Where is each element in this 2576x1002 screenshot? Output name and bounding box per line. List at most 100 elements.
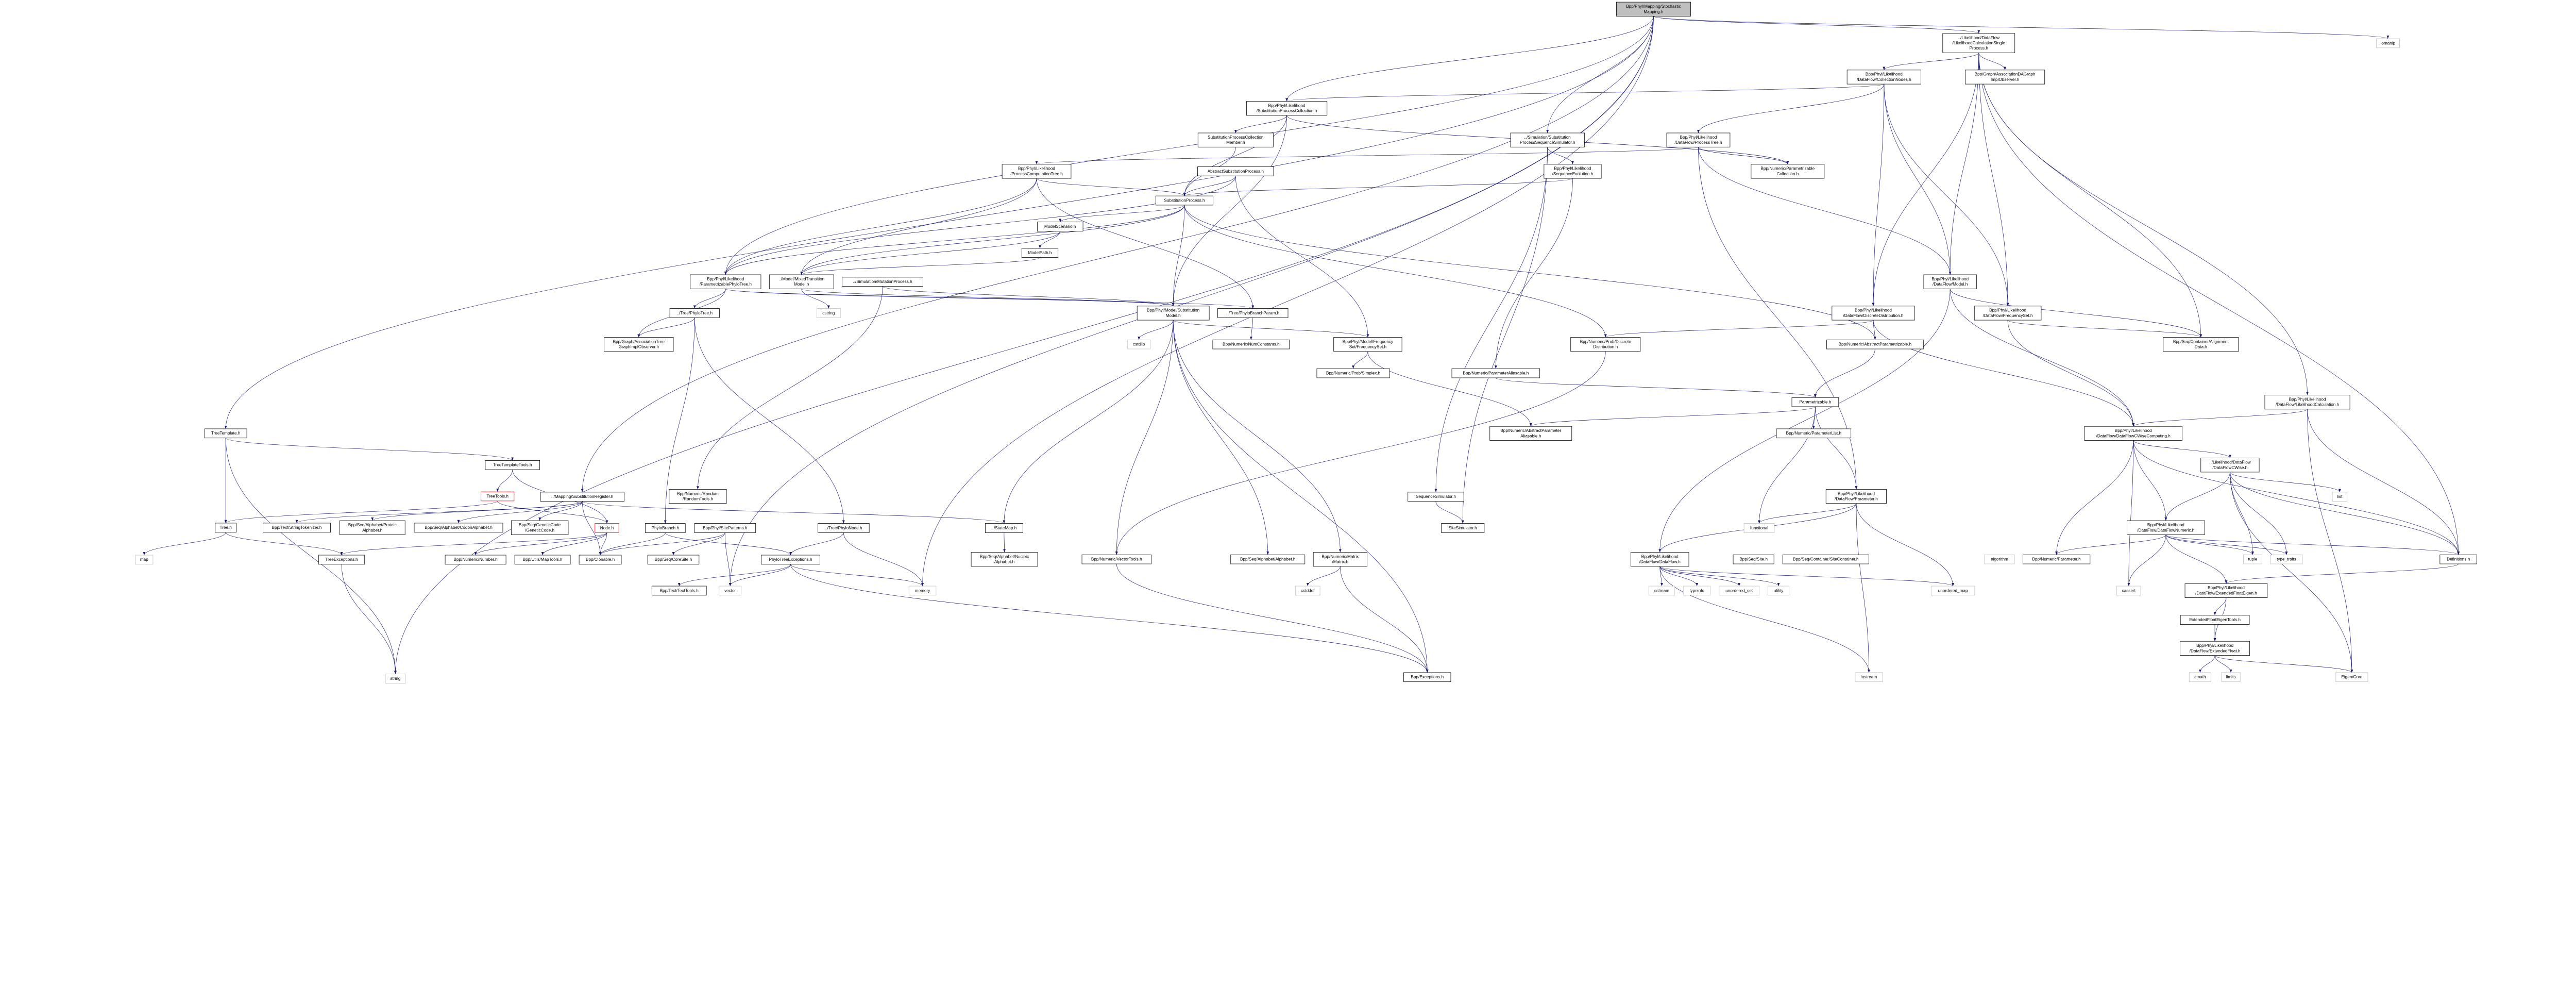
node-sstream: sstream: [1648, 586, 1675, 596]
node-dfcw[interactable]: ../Likelihood/DataFlow/DataFlowCWise.h: [2200, 458, 2260, 473]
node-ef[interactable]: Bpp/Phyl/Likelihood/DataFlow/ExtendedFlo…: [2180, 641, 2250, 656]
node-box: [318, 555, 365, 565]
edge-likcalc-to-definitions: [2307, 409, 2460, 555]
node-clonable[interactable]: Bpp/Clonable.h: [579, 555, 622, 565]
node-ppt[interactable]: Bpp/Phyl/Likelihood/ParametrizablePhyloT…: [690, 274, 761, 289]
node-assocdag[interactable]: Bpp/Graph/AssociationDAGraphImplObserver…: [1965, 70, 2045, 85]
node-atgio[interactable]: Bpp/Graph/AssociationTreeGraphImplObserv…: [604, 337, 674, 352]
node-box: [1197, 166, 1274, 176]
node-lcsp[interactable]: ../Likelihood/DataFlow/LikelihoodCalcula…: [1942, 33, 2015, 53]
node-label: Distribution.h: [1593, 345, 1618, 349]
node-likcalc[interactable]: Bpp/Phyl/Likelihood/DataFlow/LikelihoodC…: [2264, 395, 2350, 410]
edge-definitions-to-efe: [2225, 563, 2459, 584]
node-mpath[interactable]: ModelPath.h: [1021, 248, 1059, 258]
edge-collnodes-to-processtree: [1697, 84, 1885, 133]
node-dfmodel[interactable]: Bpp/Phyl/Likelihood/DataFlow/Model.h: [1923, 274, 1977, 289]
node-node[interactable]: Node.h: [595, 523, 619, 533]
node-seqsim[interactable]: SequenceSimulator.h: [1408, 492, 1464, 502]
node-box: [647, 555, 700, 565]
node-probdd[interactable]: Bpp/Numeric/Prob/DiscreteDistribution.h: [1570, 337, 1641, 352]
node-sitepatterns[interactable]: Bpp/Phyl/SitePatterns.h: [694, 523, 756, 533]
node-asp[interactable]: AbstractSubstitutionProcess.h: [1197, 166, 1274, 176]
node-freqset[interactable]: Bpp/Phyl/Model/FrequencySet/FrequencySet…: [1333, 337, 1402, 352]
node-collnodes[interactable]: Bpp/Phyl/Likelihood/DataFlow/CollectionN…: [1846, 70, 1921, 85]
node-mscen[interactable]: ModelScenario.h: [1037, 222, 1083, 231]
node-processtree[interactable]: Bpp/Phyl/Likelihood/DataFlow/ProcessTree…: [1666, 132, 1731, 147]
node-label: Bpp/Numeric/NumConstants.h: [1223, 342, 1280, 347]
node-tree[interactable]: Tree.h: [215, 523, 237, 533]
node-phylobranch[interactable]: PhyloBranch.h: [645, 523, 686, 533]
node-vectortools[interactable]: Bpp/Numeric/VectorTools.h: [1081, 554, 1151, 564]
node-paramalias[interactable]: Bpp/Numeric/ParameterAliasable.h: [1451, 368, 1540, 378]
node-seqevol[interactable]: Bpp/Phyl/Likelihood/SequenceEvolution.h: [1544, 164, 1602, 179]
node-number[interactable]: Bpp/Numeric/Number.h: [445, 555, 506, 565]
node-definitions[interactable]: Definitions.h: [2439, 554, 2477, 564]
node-subreg[interactable]: ../Mapping/SubstitutionRegister.h: [540, 492, 624, 502]
node-label: sstream: [1654, 588, 1669, 593]
node-parametrizable[interactable]: Parametrizable.h: [1791, 397, 1839, 407]
edge-spc-to-spcm: [1234, 115, 1287, 133]
node-randomtools[interactable]: Bpp/Numeric/Random/RandomTools.h: [669, 489, 727, 504]
node-label: /DataFlow/DataFlow.h: [1639, 560, 1681, 564]
node-simplex[interactable]: Bpp/Numeric/Prob/Simplex.h: [1316, 368, 1390, 378]
edge-dfcwc-to-cassert: [2127, 440, 2134, 587]
node-label: Bpp/Numeric/ParameterList.h: [1786, 431, 1842, 436]
node-treeexc[interactable]: TreeExceptions.h: [318, 555, 365, 565]
node-strtok[interactable]: Bpp/Text/StringTokenizer.h: [263, 523, 331, 533]
node-treetemplate[interactable]: TreeTemplate.h: [204, 428, 247, 439]
node-ttt[interactable]: TreeTemplateTools.h: [485, 460, 540, 470]
node-efe[interactable]: Bpp/Phyl/Likelihood/DataFlow/ExtendedFlo…: [2184, 583, 2268, 598]
node-texttools[interactable]: Bpp/Text/TextTools.h: [651, 586, 707, 596]
node-phylotree[interactable]: ../Tree/PhyloTree.h: [669, 308, 720, 318]
node-spss[interactable]: ../Simulation/SubstitutionProcessSequenc…: [1510, 132, 1585, 147]
node-efet[interactable]: ExtendedFloatEigenTools.h: [2180, 615, 2250, 625]
node-numconst[interactable]: Bpp/Numeric/NumConstants.h: [1212, 339, 1290, 349]
node-gencode[interactable]: Bpp/Seq/GeneticCode/GeneticCode.h: [511, 520, 569, 535]
node-sitecont[interactable]: Bpp/Seq/Container/SiteContainer.h: [1782, 554, 1869, 564]
node-dataflow[interactable]: Bpp/Phyl/Likelihood/DataFlow/DataFlow.h: [1631, 552, 1689, 567]
node-limits: limits: [2221, 672, 2241, 682]
node-label: ../Tree/PhyloNode.h: [825, 526, 862, 530]
node-alphabet[interactable]: Bpp/Seq/Alphabet/Alphabet.h: [1230, 554, 1306, 564]
node-exceptions[interactable]: Bpp/Exceptions.h: [1403, 672, 1451, 682]
node-matrix[interactable]: Bpp/Numeric/Matrix/Matrix.h: [1313, 552, 1367, 567]
edge-ppt-to-pbp: [725, 289, 1254, 309]
node-spc[interactable]: Bpp/Phyl/Likelihood/SubstitutionProcessC…: [1246, 101, 1328, 116]
node-unordered_set: unordered_set: [1719, 586, 1759, 596]
node-dfdd[interactable]: Bpp/Phyl/Likelihood/DataFlow/DiscreteDis…: [1832, 306, 1915, 321]
node-dffs[interactable]: Bpp/Phyl/Likelihood/DataFlow/FrequencySe…: [1974, 306, 2042, 321]
node-site[interactable]: Bpp/Seq/Site.h: [1733, 554, 1774, 564]
node-phylonode[interactable]: ../Tree/PhyloNode.h: [818, 523, 870, 533]
node-dfcwc[interactable]: Bpp/Phyl/Likelihood/DataFlow/DataFlowCWi…: [2084, 426, 2183, 441]
node-box: [1544, 164, 1602, 179]
node-pct[interactable]: Bpp/Phyl/Likelihood/ProcessComputationTr…: [1002, 164, 1072, 179]
node-dfnumeric[interactable]: Bpp/Phyl/Likelihood/DataFlow/DataFlowNum…: [2127, 520, 2205, 535]
node-label: ../Mapping/SubstitutionRegister.h: [551, 494, 614, 499]
node-absparam[interactable]: Bpp/Numeric/AbstractParametrizable.h: [1826, 339, 1924, 349]
node-treetools[interactable]: TreeTools.h: [481, 491, 515, 502]
node-codon[interactable]: Bpp/Seq/Alphabet/CodonAlphabet.h: [414, 523, 503, 533]
node-dfparam[interactable]: Bpp/Phyl/Likelihood/DataFlow/Parameter.h: [1825, 489, 1887, 504]
node-maptools[interactable]: Bpp/Utils/MapTools.h: [514, 555, 571, 565]
node-sp[interactable]: SubstitutionProcess.h: [1155, 195, 1214, 206]
node-mutproc[interactable]: ../Simulation/MutationProcess.h: [842, 277, 923, 287]
edge-dfcw-to-eigen: [2230, 472, 2353, 673]
node-numparam[interactable]: Bpp/Numeric/Parameter.h: [2023, 554, 2091, 564]
node-label: Bpp/Numeric/Parametrizable: [1760, 166, 1815, 171]
node-tuple: tuple: [2243, 554, 2262, 564]
node-pbp[interactable]: ../Tree/PhyloBranchParam.h: [1217, 308, 1289, 318]
node-pte[interactable]: PhyloTreeExceptions.h: [761, 555, 821, 565]
node-paramlist[interactable]: Bpp/Numeric/ParameterList.h: [1776, 428, 1852, 439]
node-sitesim[interactable]: SiteSimulator.h: [1441, 523, 1485, 533]
node-coresite[interactable]: Bpp/Seq/CoreSite.h: [647, 555, 700, 565]
node-statemap[interactable]: ../StateMap.h: [985, 523, 1023, 533]
